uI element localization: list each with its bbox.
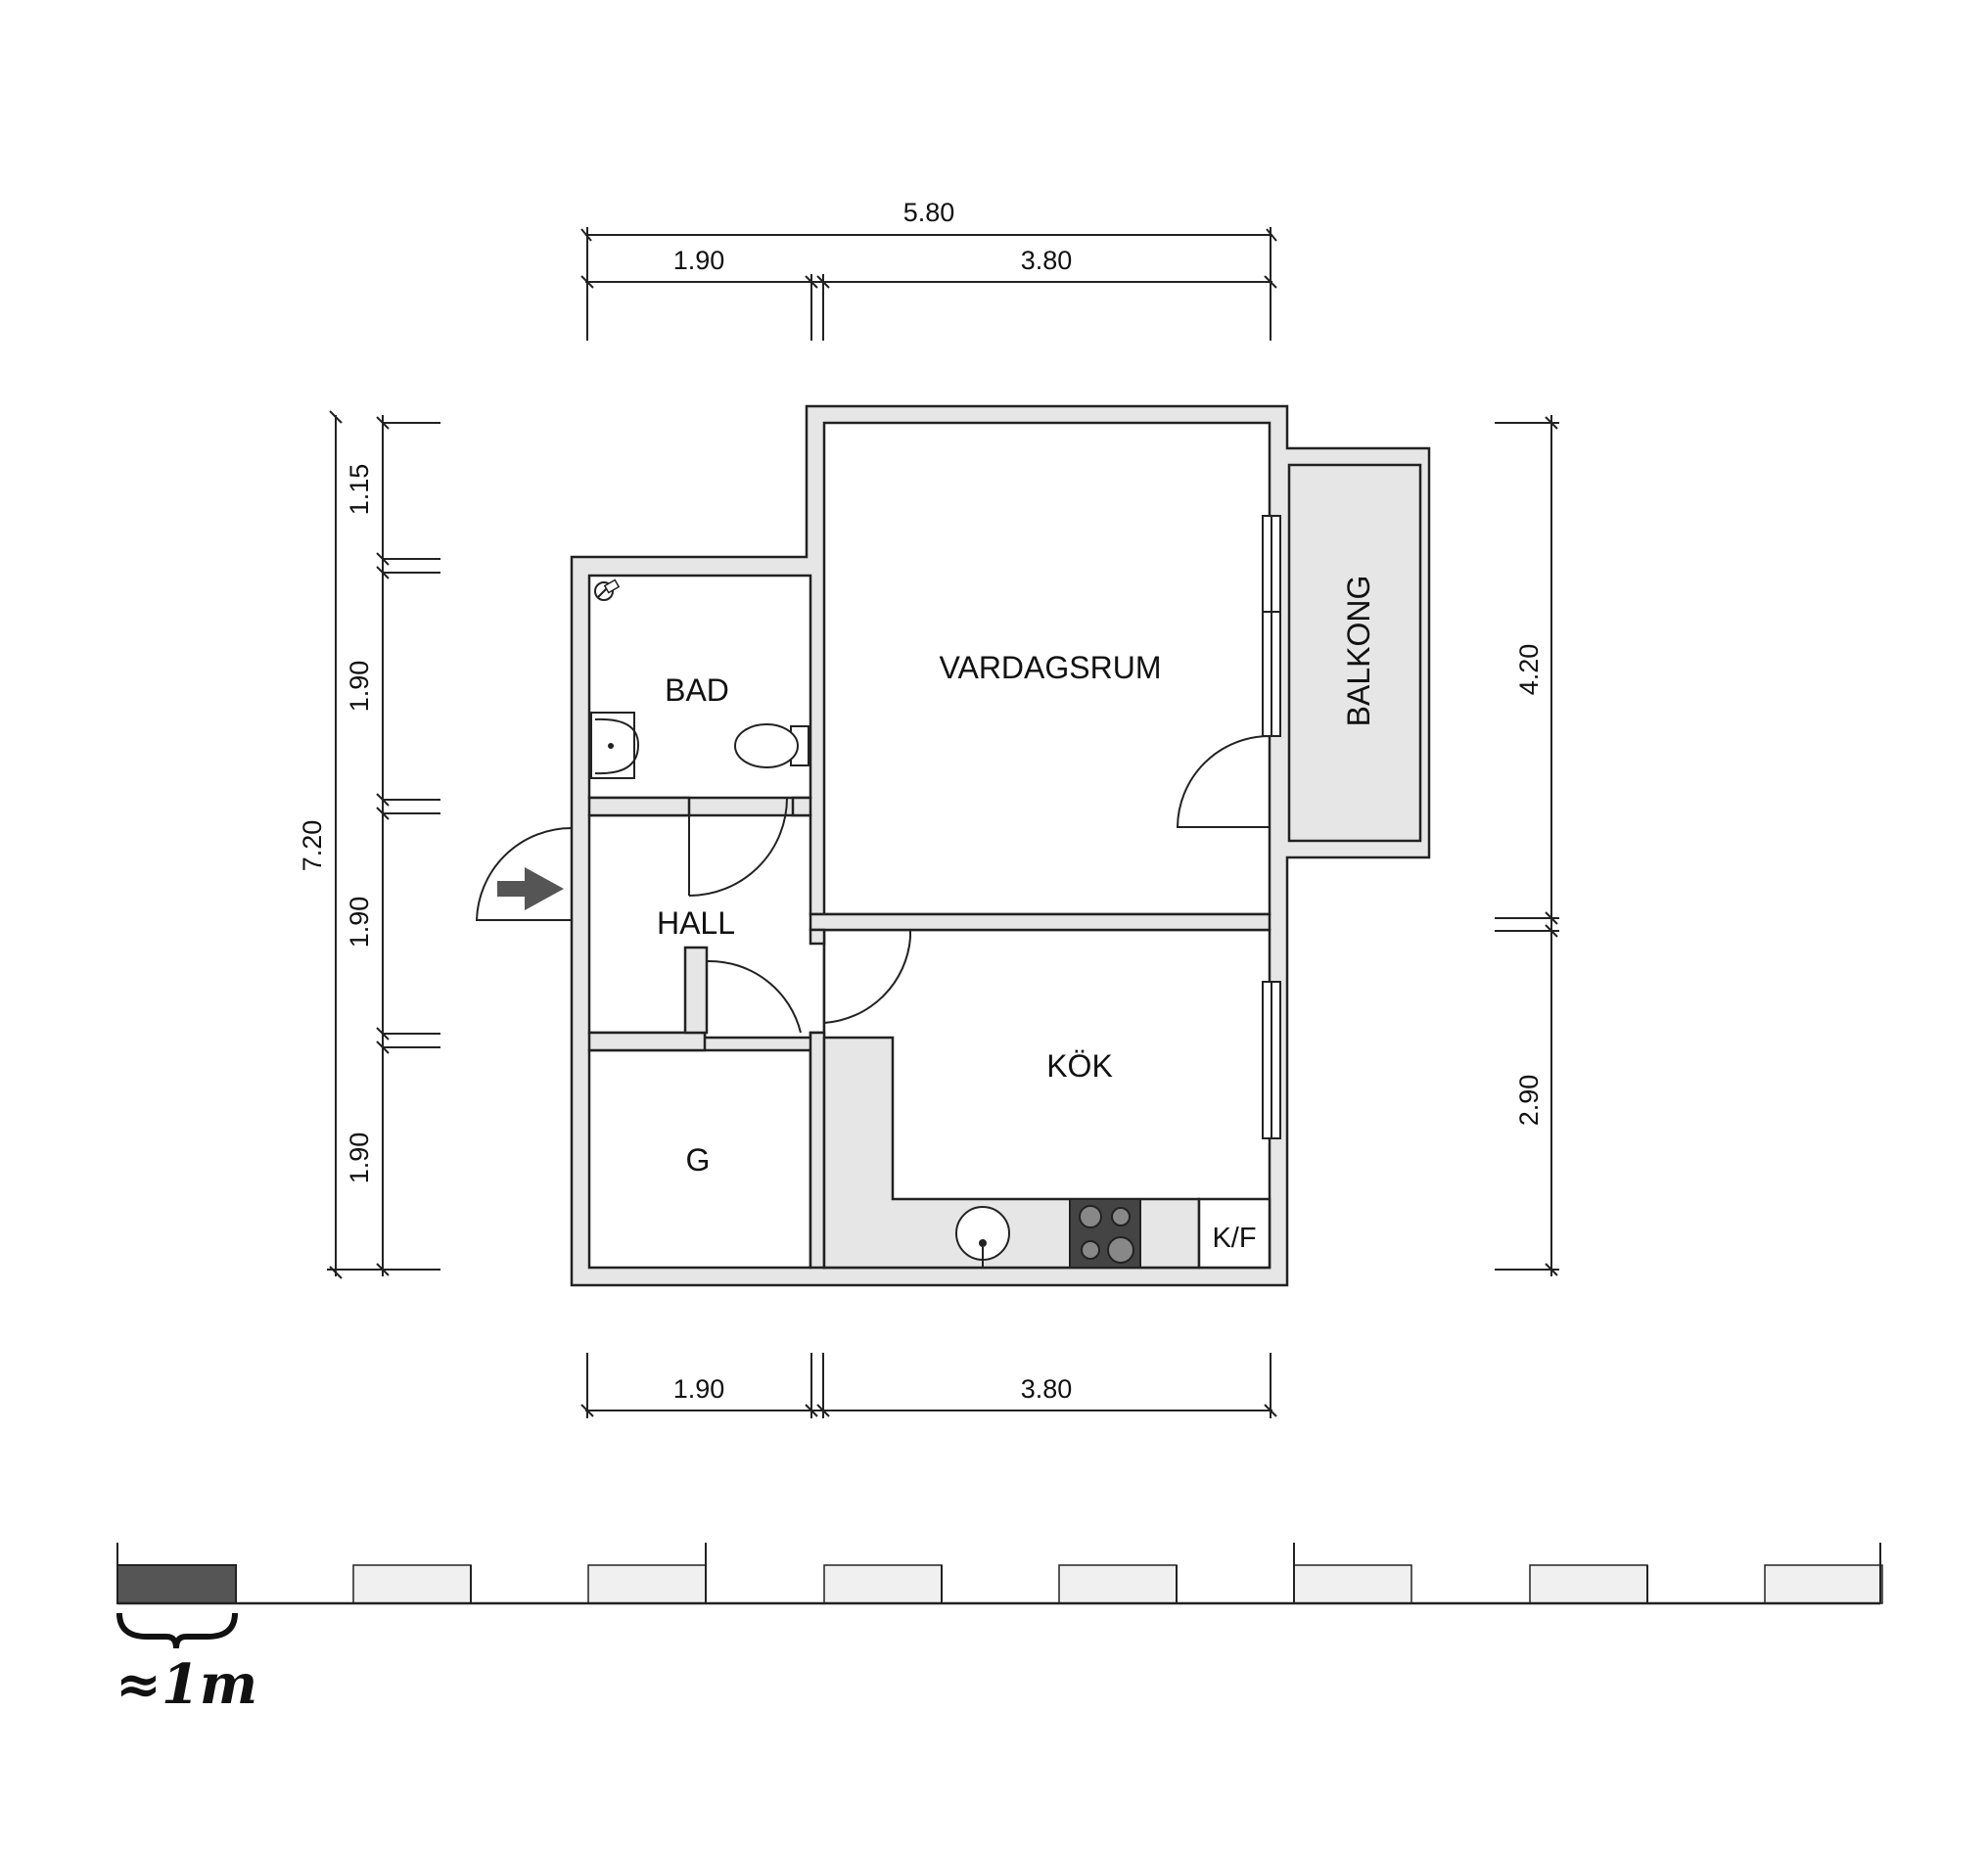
dimension-lines	[327, 227, 1559, 1418]
scale-segment-dark	[116, 1564, 237, 1604]
room-label-g: G	[686, 1142, 711, 1178]
room-labels: BAD VARDAGSRUM BALKONG HALL KÖK G K/F	[657, 576, 1376, 1254]
dim-bottom-left: 1.90	[673, 1374, 725, 1404]
kok-door-swing	[823, 937, 911, 1024]
room-label-balkong: BALKONG	[1341, 576, 1376, 727]
kitchen-sink-icon	[955, 1206, 1010, 1268]
dim-right-bottom: 2.90	[1514, 1075, 1544, 1127]
bathroom-sink-icon	[590, 712, 640, 779]
room-label-bad: BAD	[665, 672, 729, 708]
hall-g-wall	[587, 1031, 707, 1052]
room-label-kf: K/F	[1212, 1223, 1256, 1254]
g-kok-wall	[809, 1031, 826, 1270]
dimension-labels: 5.80 1.90 3.80 1.90 3.80 7.20 1.15 1.90 …	[298, 198, 1544, 1404]
bad-door-swing	[688, 797, 788, 897]
room-label-vardagsrum: VARDAGSRUM	[940, 650, 1162, 685]
dim-top-total: 5.80	[903, 198, 955, 227]
dim-left-2: 1.90	[345, 661, 374, 713]
g-door-swing	[706, 959, 802, 1034]
fridge-freezer	[1197, 1197, 1271, 1270]
bad-hall-wall-right	[791, 796, 812, 817]
scale-brace-icon	[116, 1612, 238, 1649]
floor-drain-icon	[594, 578, 621, 601]
entrance-door-swing	[475, 827, 573, 921]
dim-right-top: 4.20	[1514, 644, 1544, 696]
hall-kok-wall-stub	[809, 928, 826, 946]
balcony-door-swing	[1176, 735, 1271, 828]
bad-hall-wall-left	[587, 796, 691, 817]
dim-left-3: 1.90	[345, 897, 374, 948]
dim-top-right: 3.80	[1021, 246, 1073, 275]
room-label-kok: KÖK	[1046, 1048, 1113, 1084]
dim-left-4: 1.90	[345, 1133, 374, 1184]
stove-icon	[1069, 1198, 1141, 1269]
room-label-hall: HALL	[657, 905, 735, 941]
balcony-floor	[1287, 463, 1422, 843]
dim-bottom-right: 3.80	[1021, 1374, 1073, 1404]
windows	[1262, 515, 1281, 1139]
g-floor	[587, 1048, 812, 1270]
scale-label: ≈1m	[116, 1652, 257, 1717]
fixtures	[590, 578, 1141, 1269]
dim-top-left: 1.90	[673, 246, 725, 275]
dim-left-total: 7.20	[298, 820, 327, 872]
vardagsrum-kok-wall	[809, 912, 1271, 932]
dim-left-1: 1.15	[345, 464, 374, 516]
toilet-icon	[734, 723, 809, 768]
entrance-arrow-icon	[497, 867, 564, 910]
doors	[475, 735, 1271, 1034]
scale-bar: ≈1m	[116, 1543, 1883, 1717]
hall-wall-pillar	[683, 946, 709, 1035]
